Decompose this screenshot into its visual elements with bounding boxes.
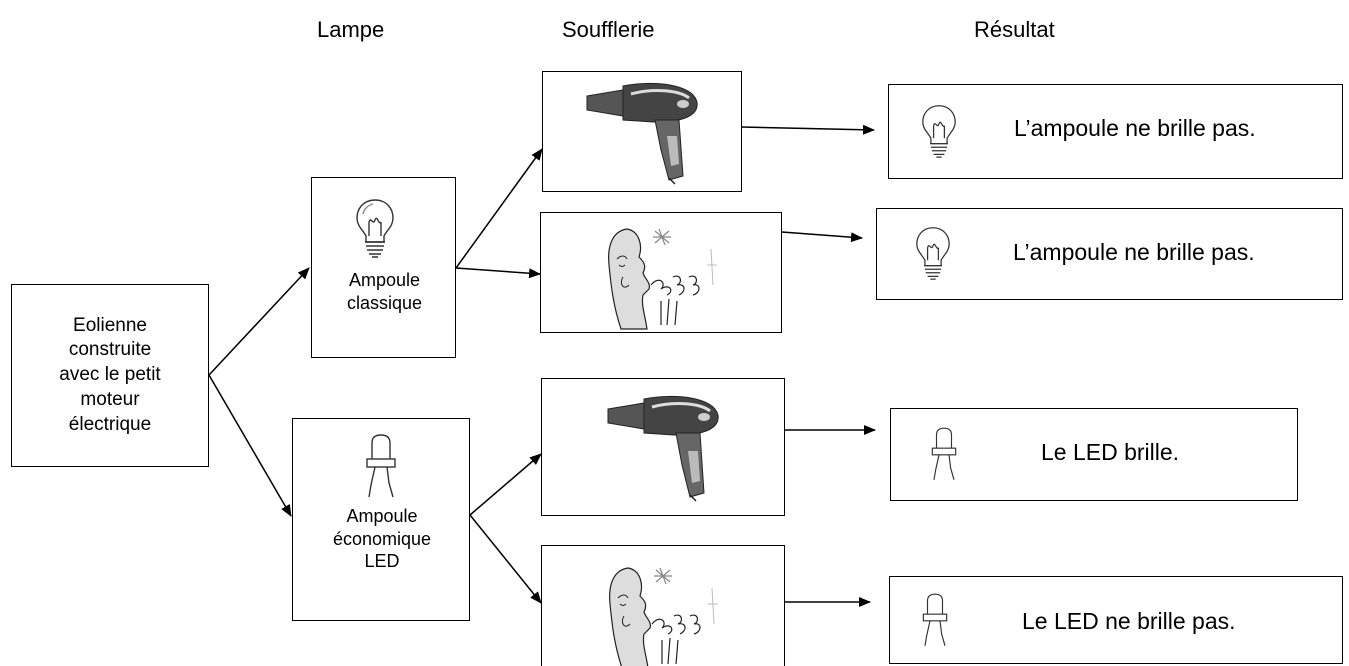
result-box-1: L’ampoule ne brille pas.	[888, 84, 1343, 179]
led-icon	[366, 434, 396, 498]
result-text: L’ampoule ne brille pas.	[1013, 239, 1255, 265]
result-box-2: L’ampoule ne brille pas.	[876, 208, 1343, 300]
blower-box-person-1	[540, 212, 782, 333]
arrow-source-to-classique	[208, 267, 310, 376]
lamp-label-line: classique	[346, 292, 423, 313]
header-soufflerie: Soufflerie	[562, 17, 655, 42]
lamp-box-led: Ampoule économique LED	[292, 418, 470, 621]
header-resultat: Résultat	[974, 17, 1055, 42]
blower-box-person-2	[541, 545, 785, 666]
source-line: électrique	[68, 413, 152, 435]
header-lampe: Lampe	[317, 17, 385, 42]
result-text: Le LED brille.	[1041, 439, 1180, 465]
result-text: Le LED ne brille pas.	[1022, 608, 1236, 634]
bulb-icon	[922, 105, 956, 158]
blower-box-dryer-1	[542, 71, 742, 192]
lamp-label-line: économique	[332, 528, 432, 549]
hair-dryer-icon	[586, 82, 698, 185]
led-icon	[922, 593, 948, 646]
lamp-label-line: Ampoule	[346, 506, 418, 526]
source-box: Eolienne construite avec le petit moteur…	[11, 284, 209, 467]
arrow-person1-to-result2	[781, 231, 863, 243]
blower-box-dryer-2	[541, 378, 785, 516]
result-text: L’ampoule ne brille pas.	[1014, 115, 1256, 141]
arrow-classique-to-person1	[455, 267, 541, 279]
source-line: avec le petit	[59, 364, 161, 386]
lamp-label-line: Ampoule	[348, 270, 421, 290]
lamp-box-classique: Ampoule classique	[311, 177, 456, 358]
arrow-dryer1-to-result1	[741, 124, 875, 135]
result-box-3: Le LED brille.	[890, 408, 1298, 501]
result-box-4: Le LED ne brille pas.	[889, 576, 1343, 664]
source-line: construite	[68, 339, 152, 361]
bulb-icon	[916, 227, 950, 280]
arrow-source-to-led	[208, 374, 292, 517]
blowing-person-icon	[609, 567, 718, 666]
bulb-icon	[356, 199, 394, 258]
arrow-classique-to-dryer1	[455, 148, 543, 269]
lamp-label-line: LED	[364, 551, 400, 571]
led-icon	[931, 427, 957, 480]
source-line: Eolienne	[73, 314, 147, 336]
hair-dryer-icon	[607, 395, 719, 502]
arrow-led-to-dryer2	[469, 453, 542, 516]
blowing-person-icon	[608, 228, 717, 330]
arrow-led-to-person2	[469, 514, 542, 604]
source-line: moteur	[80, 388, 140, 410]
